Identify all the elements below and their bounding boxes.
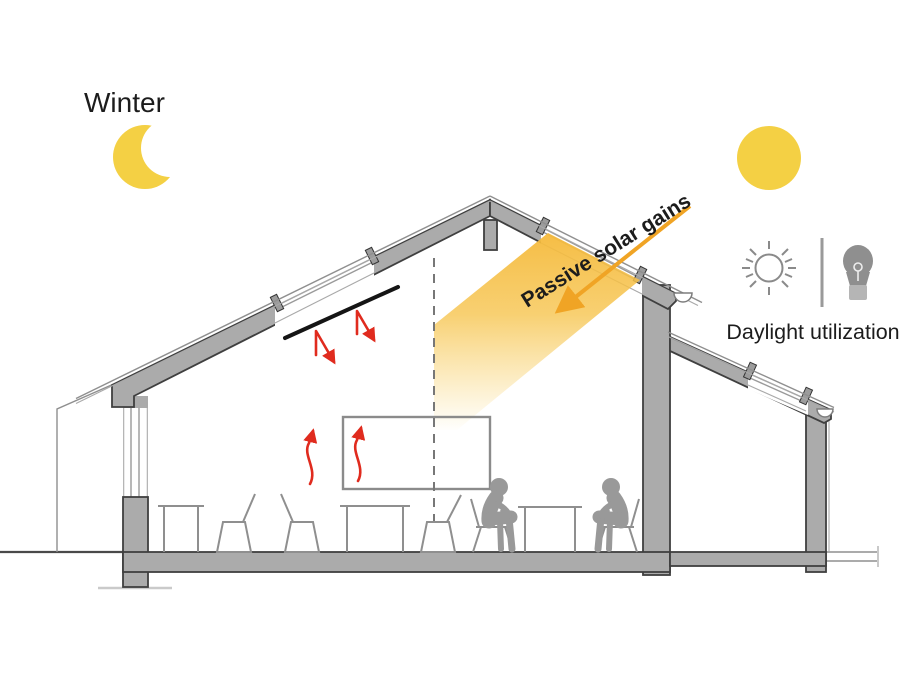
skylight-sash [364,246,380,266]
annex-skylight-opening [748,370,808,415]
adjacent-structure-outline [56,382,117,552]
skylight-sash [535,216,551,236]
sun-outline-icon [742,241,796,295]
annex-right-wall [805,407,827,573]
left-skylight-glazing [275,261,374,311]
radiant-panel [283,285,400,340]
solar-beam [434,233,640,430]
winter-label: Winter [84,87,165,118]
annex-roof [669,335,832,425]
crescent-moon-icon [113,119,199,189]
red-wavy-heat-arrows [303,425,366,486]
person-sitting-right [592,478,629,553]
gutter [673,292,693,303]
sun-rays [742,241,796,295]
left-roof [111,198,491,408]
daylight-legend: Daylight utilization [726,238,900,344]
annex-floor-slab [669,551,827,567]
skylight-sash [269,293,285,313]
daylight-utilization-label: Daylight utilization [726,320,899,344]
tablet [500,506,513,519]
skylight-sash [742,361,758,381]
person-sitting-left [481,478,518,553]
red-bent-heat-arrows [314,309,376,365]
table [158,505,204,552]
tablet [597,506,610,519]
table [518,506,582,552]
ground-lines [0,546,879,590]
table [340,505,410,552]
roof-cladding-lines [75,195,835,413]
light-bulb-icon [843,245,873,300]
ridge-beam [483,219,498,251]
main-right-wall [642,284,671,576]
chair [419,494,462,553]
furniture [158,493,640,553]
solar-gain-arrow [554,204,692,314]
sun-icon [737,126,801,190]
skylight-sash [798,386,814,406]
interior-board [341,415,492,491]
chair [280,493,321,553]
main-floor-slab [122,551,671,573]
left-skylight-opening [275,252,374,327]
annex-gutter [816,408,834,418]
chair [215,493,256,553]
annex-skylight-glazing [749,377,807,404]
